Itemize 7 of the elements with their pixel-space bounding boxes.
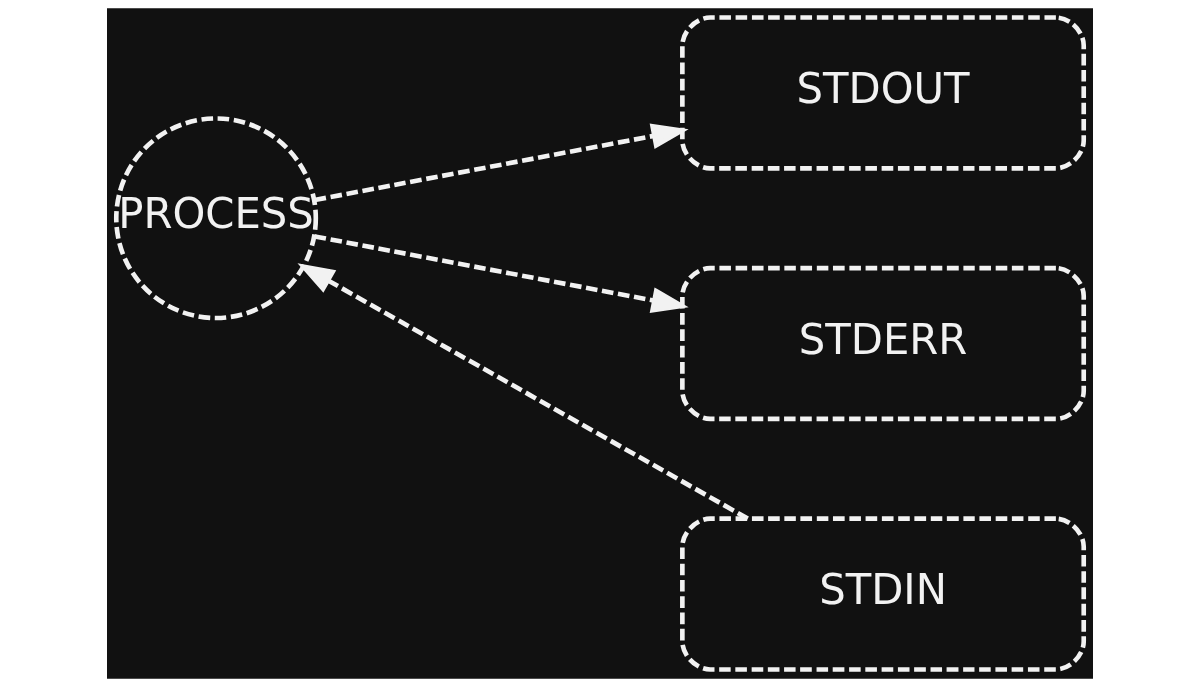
node-box: STDOUT (680, 15, 1087, 171)
arrow (314, 234, 689, 314)
node-circle: PROCESS (113, 116, 319, 321)
arrow (297, 263, 749, 521)
node-box: STDERR (680, 265, 1087, 422)
node-box: STDIN (680, 516, 1087, 672)
arrow (314, 123, 689, 203)
